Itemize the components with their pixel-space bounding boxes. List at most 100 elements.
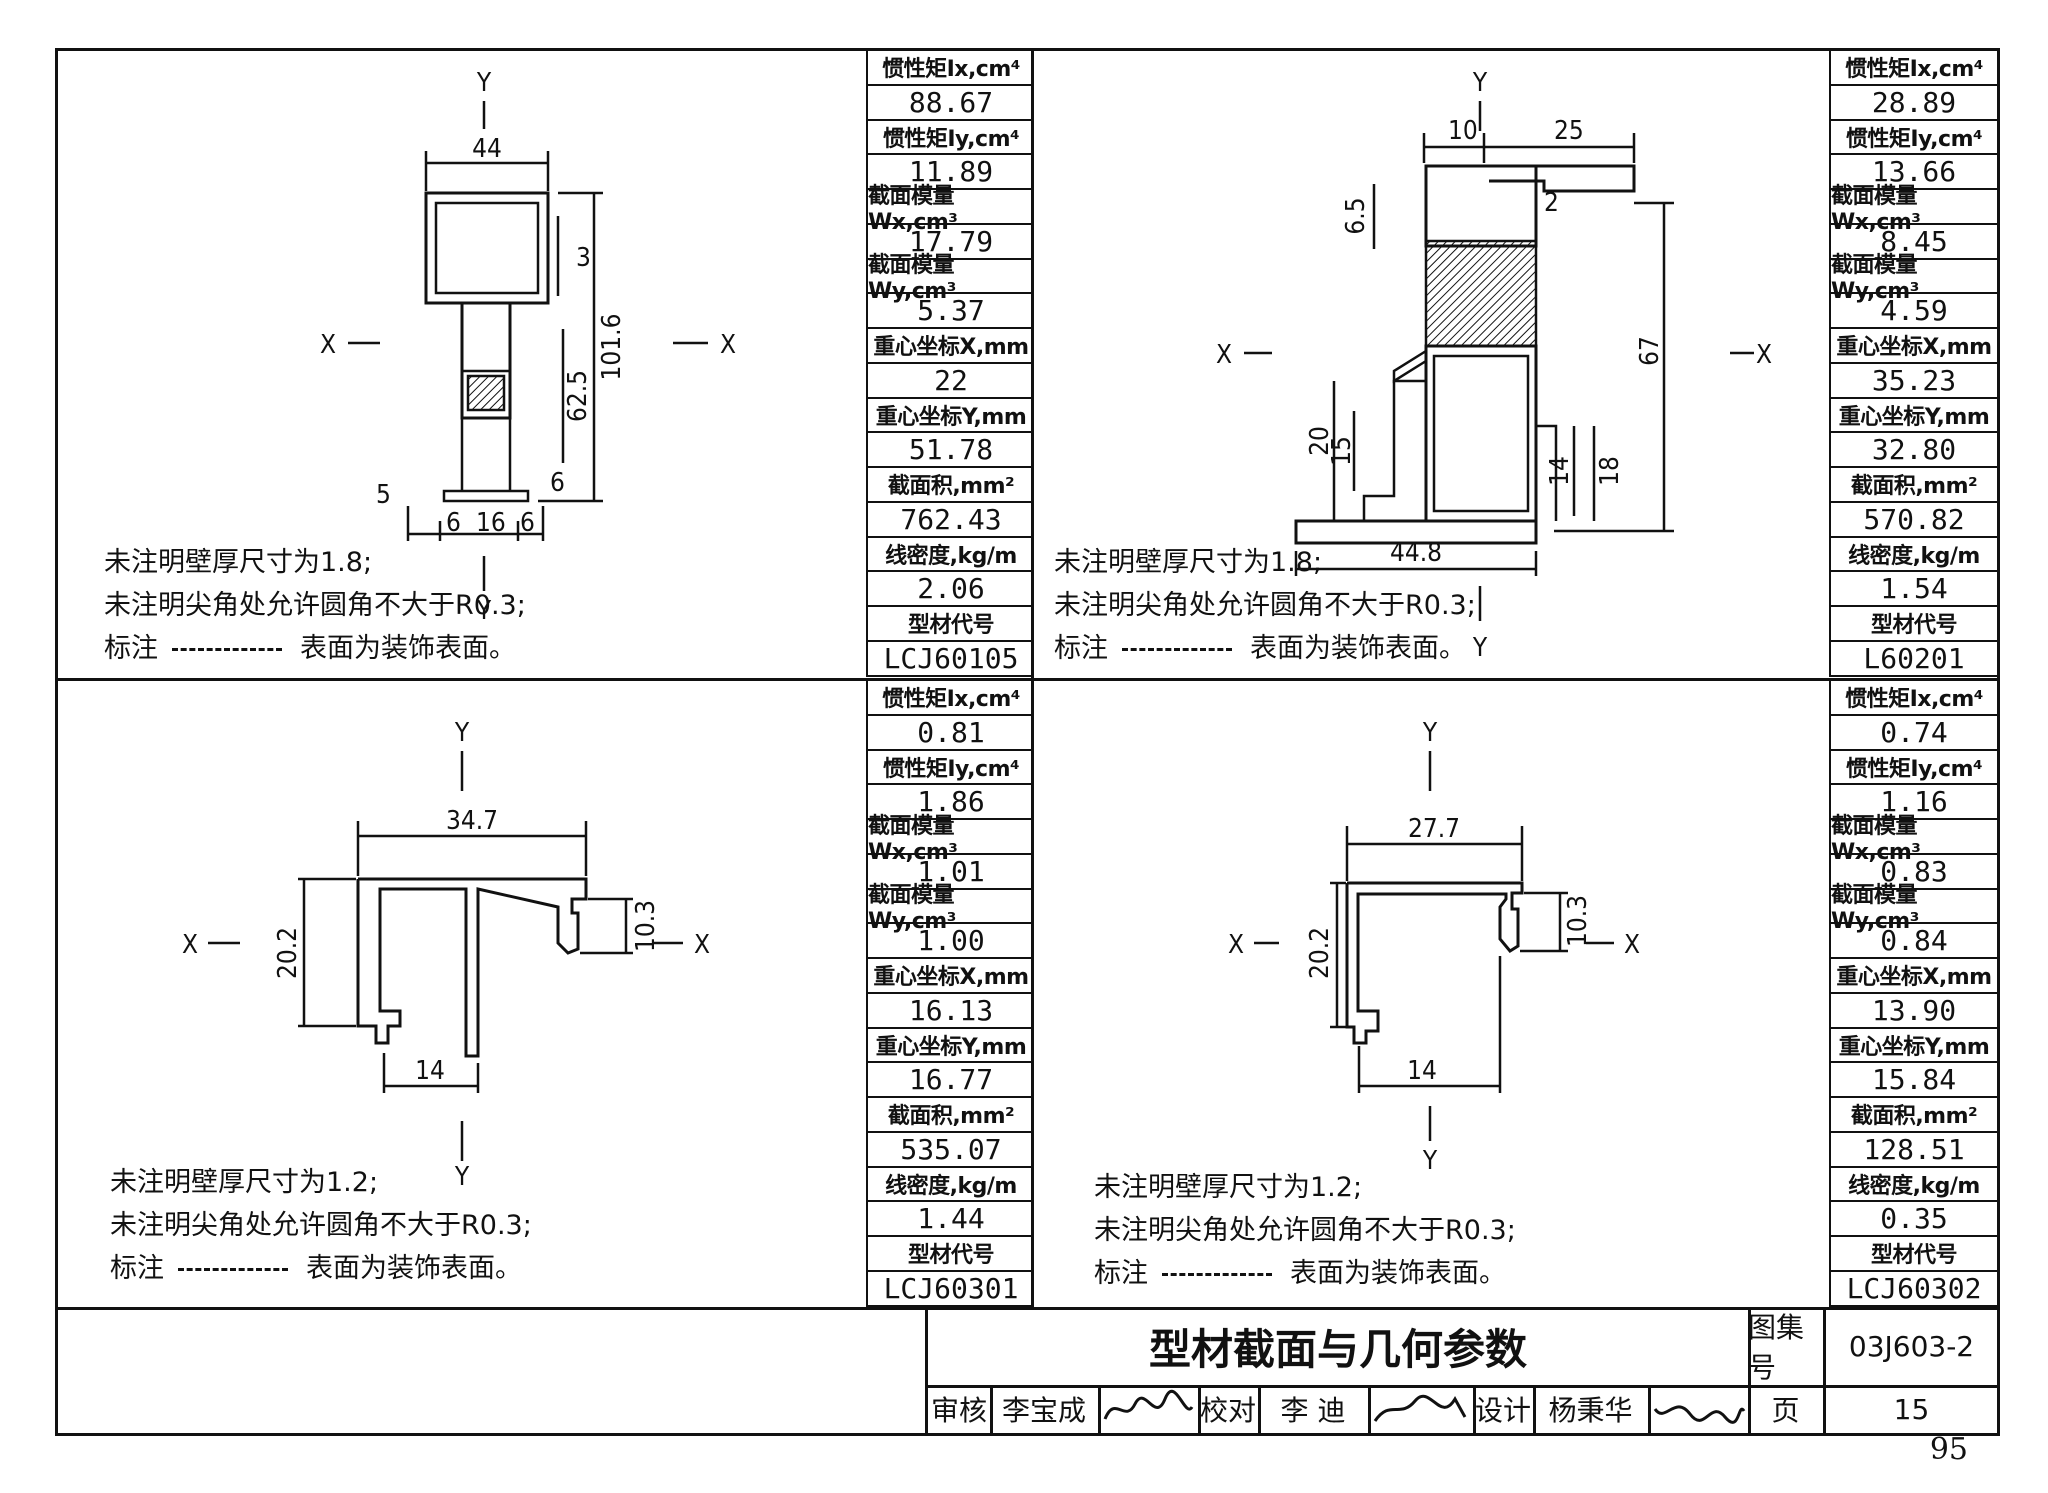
dim-3: 3 bbox=[576, 243, 591, 273]
dim-6a: 6 bbox=[446, 508, 461, 538]
dim-width: 34.7 bbox=[446, 806, 498, 836]
param-label: 线密度,kg/m bbox=[868, 1168, 1034, 1203]
check-label: 校对 bbox=[1199, 1394, 1256, 1427]
dim-height-total: 101.6 bbox=[597, 314, 627, 381]
param-label: 截面积,mm² bbox=[868, 1098, 1034, 1133]
designer-name: 杨秉华 bbox=[1548, 1394, 1633, 1427]
param-value: LCJ60302 bbox=[1831, 1272, 1997, 1307]
note-legend: 标注表面为装饰表面。 bbox=[110, 1253, 522, 1284]
param-label: 线密度,kg/m bbox=[1831, 538, 1997, 573]
param-label: 截面模量Wy,cm³ bbox=[868, 253, 1034, 304]
dim-67: 67 bbox=[1635, 336, 1665, 366]
cell-divider bbox=[1533, 1385, 1536, 1433]
param-value: 762.43 bbox=[868, 503, 1034, 538]
param-value: 128.51 bbox=[1831, 1133, 1997, 1168]
dim-6b: 6 bbox=[520, 508, 535, 538]
title-block-col bbox=[1748, 1307, 1751, 1433]
param-value: 16.13 bbox=[868, 994, 1034, 1029]
title-block: 型材截面与几何参数 图集号 03J603-2 审核 李宝成 校对 李 迪 设计 … bbox=[925, 1307, 2000, 1433]
param-value: 1.54 bbox=[1831, 572, 1997, 607]
param-label: 惯性矩Ix,cm⁴ bbox=[1831, 51, 1997, 86]
param-value: 13.66 bbox=[1831, 155, 1997, 190]
section-drawing: Y Y X X 10 25 6.5 2 67 20 15 14 18 44.8 bbox=[1216, 68, 1772, 663]
param-label: 惯性矩Ix,cm⁴ bbox=[1831, 681, 1997, 716]
param-value: 1.16 bbox=[1831, 785, 1997, 820]
x-axis-label-right: X bbox=[694, 930, 710, 960]
dim-width: 44 bbox=[472, 134, 502, 164]
param-label: 截面积,mm² bbox=[1831, 1098, 1997, 1133]
dim-14: 14 bbox=[1545, 456, 1575, 486]
cell-divider bbox=[1473, 1385, 1476, 1433]
param-value: 88.67 bbox=[868, 86, 1034, 121]
x-axis-label-left: X bbox=[1216, 340, 1232, 370]
param-value: 11.89 bbox=[868, 155, 1034, 190]
param-label: 截面模量Wy,cm³ bbox=[1831, 253, 1997, 304]
param-value: 570.82 bbox=[1831, 503, 1997, 538]
param-label: 重心坐标Y,mm bbox=[1831, 1029, 1997, 1064]
param-value: 0.74 bbox=[1831, 716, 1997, 751]
dim-6-5: 6.5 bbox=[1341, 197, 1371, 234]
page-number: 95 bbox=[1929, 1432, 1968, 1467]
dim-5: 5 bbox=[376, 480, 391, 510]
note-wall: 未注明壁厚尺寸为1.2; bbox=[110, 1167, 379, 1198]
title-block-col bbox=[1823, 1307, 1826, 1433]
dim-14: 14 bbox=[1407, 1056, 1437, 1086]
param-label: 线密度,kg/m bbox=[1831, 1168, 1997, 1203]
param-label: 线密度,kg/m bbox=[868, 538, 1034, 573]
dim-10-3: 10.3 bbox=[1563, 895, 1593, 947]
param-value: 2.06 bbox=[868, 572, 1034, 607]
note-corner: 未注明尖角处允许圆角不大于R0.3; bbox=[110, 1210, 532, 1241]
x-axis-label-left: X bbox=[1228, 930, 1244, 960]
notes: 未注明壁厚尺寸为1.8; 未注明尖角处允许圆角不大于R0.3; 标注表面为装饰表… bbox=[1054, 541, 1476, 670]
page-label: 页 bbox=[1771, 1394, 1800, 1427]
title-divider bbox=[55, 1307, 2000, 1310]
section-drawing: Y Y X X 34.7 20.2 10.3 14 bbox=[182, 718, 710, 1192]
param-value: 35.23 bbox=[1831, 364, 1997, 399]
dim-6c: 6 bbox=[550, 468, 565, 498]
param-label: 截面积,mm² bbox=[868, 468, 1034, 503]
param-label: 惯性矩Iy,cm⁴ bbox=[868, 751, 1034, 786]
param-value: 1.00 bbox=[868, 924, 1034, 959]
param-value: L60201 bbox=[1831, 642, 1997, 677]
y-axis-label-top: Y bbox=[1472, 68, 1488, 98]
dim-18: 18 bbox=[1595, 456, 1625, 486]
cell-divider bbox=[1258, 1385, 1261, 1433]
param-value: 1.01 bbox=[868, 855, 1034, 890]
notes: 未注明壁厚尺寸为1.2; 未注明尖角处允许圆角不大于R0.3; 标注表面为装饰表… bbox=[1094, 1166, 1516, 1295]
dim-16: 16 bbox=[476, 508, 506, 538]
param-value: 4.59 bbox=[1831, 294, 1997, 329]
param-value: 22 bbox=[868, 364, 1034, 399]
panel-lcj60105: Y Y X X 44 101.6 62.5 3 5 6 16 6 6 未注明壁厚… bbox=[58, 51, 1034, 677]
notes: 未注明壁厚尺寸为1.2; 未注明尖角处允许圆角不大于R0.3; 标注表面为装饰表… bbox=[110, 1161, 532, 1290]
y-axis-label-bottom: Y bbox=[1422, 1146, 1438, 1176]
param-label: 型材代号 bbox=[1831, 607, 1997, 642]
note-corner: 未注明尖角处允许圆角不大于R0.3; bbox=[1094, 1215, 1516, 1246]
panel-l60201: Y Y X X 10 25 6.5 2 67 20 15 14 18 44.8 … bbox=[1034, 51, 1997, 677]
note-corner: 未注明尖角处允许圆角不大于R0.3; bbox=[104, 590, 526, 621]
section-drawing: Y Y X X 27.7 20.2 10.3 14 bbox=[1228, 718, 1640, 1176]
param-label: 惯性矩Ix,cm⁴ bbox=[868, 681, 1034, 716]
x-axis-label-left: X bbox=[320, 330, 336, 360]
x-axis-label-left: X bbox=[182, 930, 198, 960]
param-label: 截面模量Wx,cm³ bbox=[868, 184, 1034, 235]
note-corner: 未注明尖角处允许圆角不大于R0.3; bbox=[1054, 590, 1476, 621]
param-value: 535.07 bbox=[868, 1133, 1034, 1168]
param-value: 0.35 bbox=[1831, 1202, 1997, 1237]
param-value: LCJ60105 bbox=[868, 642, 1034, 677]
dim-25: 25 bbox=[1554, 116, 1584, 146]
atlas-number: 03J603-2 bbox=[1848, 1329, 1975, 1363]
param-value: 1.44 bbox=[868, 1202, 1034, 1237]
x-axis-label-right: X bbox=[720, 330, 736, 360]
param-label: 重心坐标Y,mm bbox=[868, 1029, 1034, 1064]
param-label: 惯性矩Iy,cm⁴ bbox=[1831, 751, 1997, 786]
drawing-sheet bbox=[55, 48, 2000, 1436]
dim-2: 2 bbox=[1544, 188, 1559, 218]
col-divider bbox=[1031, 48, 1034, 1307]
dim-height: 20.2 bbox=[273, 927, 303, 979]
note-legend: 标注表面为装饰表面。 bbox=[1094, 1258, 1506, 1289]
y-axis-label-top: Y bbox=[1422, 718, 1438, 748]
param-value: 13.90 bbox=[1831, 994, 1997, 1029]
y-axis-label-bottom: Y bbox=[454, 1162, 470, 1192]
cell-divider bbox=[1648, 1385, 1651, 1433]
